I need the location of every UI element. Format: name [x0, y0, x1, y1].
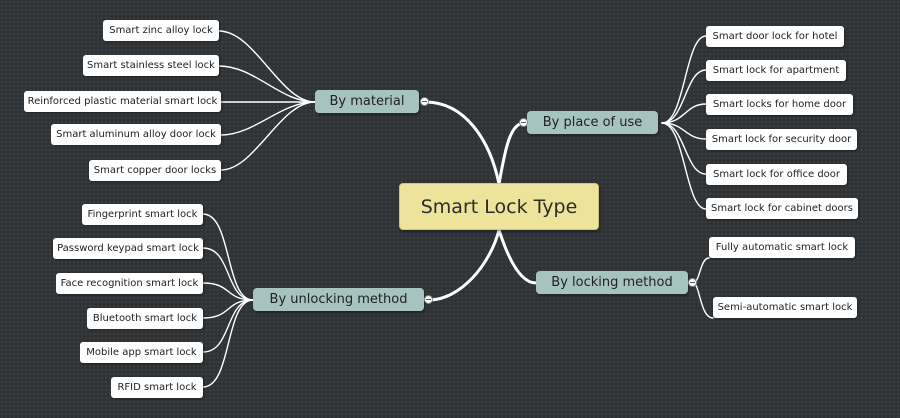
connector-place-leaf-3 [661, 103, 707, 124]
connector-place-leaf-1 [661, 35, 707, 124]
leaf-place-6[interactable]: Smart lock for cabinet doors [706, 198, 858, 219]
leaf-material-5[interactable]: Smart copper door locks [89, 160, 221, 181]
connector-root-material [423, 100, 501, 186]
connector-unlocking-leaf-2 [202, 247, 254, 301]
connector-place-leaf-2 [661, 69, 707, 124]
branch-by-material[interactable]: By material [315, 90, 419, 113]
leaf-material-1[interactable]: Smart zinc alloy lock [103, 20, 219, 41]
connector-root-place [497, 121, 526, 186]
branch-by-locking-method[interactable]: By locking method [536, 271, 688, 294]
connector-unlocking-leaf-6 [202, 299, 254, 388]
connector-unlocking-leaf-5 [202, 299, 254, 353]
leaf-material-2[interactable]: Smart stainless steel lock [83, 55, 219, 76]
leaf-locking-1[interactable]: Fully automatic smart lock [709, 237, 855, 258]
leaf-unlocking-5[interactable]: Mobile app smart lock [80, 342, 203, 363]
connector-root-unlocking [427, 228, 501, 302]
collapse-toggle-unlocking[interactable] [424, 295, 433, 304]
leaf-locking-2[interactable]: Semi-automatic smart lock [713, 297, 857, 318]
leaf-material-3[interactable]: Reinforced plastic material smart lock [24, 91, 221, 112]
collapse-toggle-material[interactable] [420, 97, 429, 106]
connector-place-leaf-6 [661, 122, 707, 210]
connector-locking-leaf-2 [692, 282, 714, 319]
leaf-unlocking-3[interactable]: Face recognition smart lock [56, 273, 203, 294]
connector-unlocking-leaf-3 [202, 282, 254, 301]
collapse-toggle-place[interactable] [519, 118, 528, 127]
leaf-place-3[interactable]: Smart locks for home door [706, 94, 853, 115]
leaf-place-2[interactable]: Smart lock for apartment [706, 60, 846, 81]
leaf-place-5[interactable]: Smart lock for office door [706, 164, 847, 185]
connector-material-leaf-2 [218, 65, 316, 103]
connector-place-leaf-5 [661, 122, 707, 175]
connector-material-leaf-5 [220, 101, 316, 171]
leaf-unlocking-4[interactable]: Bluetooth smart lock [87, 308, 203, 329]
leaf-place-4[interactable]: Smart lock for security door [706, 129, 857, 150]
leaf-place-1[interactable]: Smart door lock for hotel [706, 26, 844, 47]
connector-root-locking [497, 228, 538, 285]
branch-by-place-of-use[interactable]: By place of use [527, 111, 658, 134]
leaf-unlocking-1[interactable]: Fingerprint smart lock [82, 204, 203, 225]
leaf-unlocking-2[interactable]: Password keypad smart lock [53, 238, 203, 259]
connector-material-leaf-4 [220, 101, 316, 136]
branch-by-unlocking-method[interactable]: By unlocking method [253, 288, 424, 311]
connector-material-leaf-1 [218, 30, 316, 103]
root-node[interactable]: Smart Lock Type [399, 183, 599, 230]
leaf-unlocking-6[interactable]: RFID smart lock [111, 377, 203, 398]
collapse-toggle-locking[interactable] [688, 278, 697, 287]
connector-unlocking-leaf-1 [202, 213, 254, 301]
leaf-material-4[interactable]: Smart aluminum alloy door lock [51, 124, 221, 145]
